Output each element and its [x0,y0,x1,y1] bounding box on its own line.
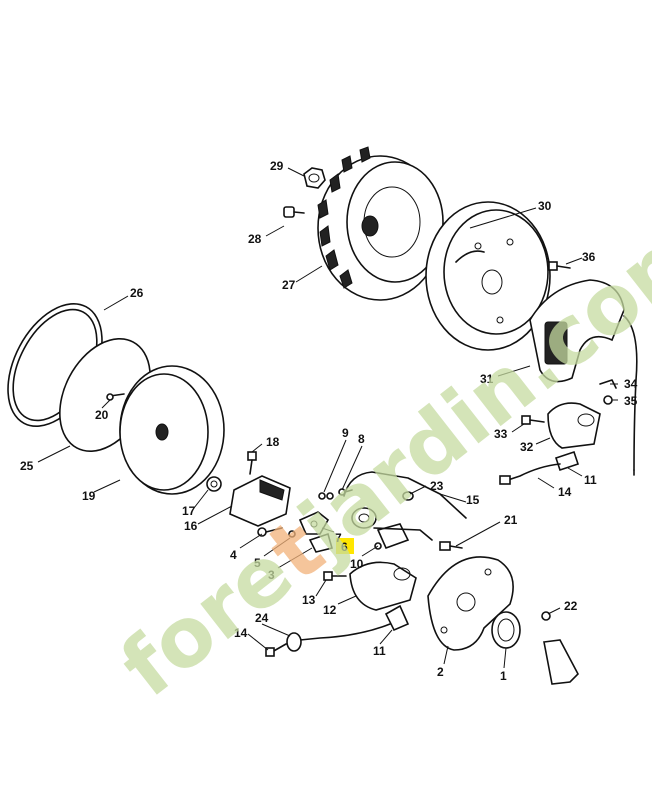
part-label-7[interactable]: 7 [335,531,342,545]
part-drawing-35-screw [603,395,613,405]
part-label-28[interactable]: 28 [248,232,262,246]
part-label-11-upper[interactable]: 11 [584,473,597,487]
part-drawing-12-ignition-coil [349,561,417,611]
part-drawing-2-cam-plate [427,556,514,651]
part-label-14-upper[interactable]: 14 [558,485,572,499]
part-label-10[interactable]: 10 [350,557,364,571]
part-drawing-11-plug-cap-upper [507,450,580,481]
part-label-12[interactable]: 12 [323,603,337,617]
part-label-13[interactable]: 13 [302,593,316,607]
part-drawing-15-wire [343,471,467,541]
part-drawing-17-nut [206,476,222,492]
part-drawing-21-screw [439,541,463,551]
part-drawing-14-terminal-upper [499,475,511,485]
part-drawing-9-washer [318,492,334,500]
part-drawing-16-bracket [229,475,291,527]
part-drawing-5-washer [288,530,296,538]
part-label-21[interactable]: 21 [504,513,518,527]
part-drawing-36-screw [548,261,571,271]
part-label-33[interactable]: 33 [494,427,508,441]
part-drawing-29-nut [303,167,326,189]
part-label-11-lower[interactable]: 11 [373,644,386,658]
part-drawing-7-breaker-points [298,511,330,535]
part-label-32[interactable]: 32 [520,440,534,454]
part-drawing-14-terminal-lower [265,643,287,657]
part-label-9[interactable]: 9 [342,426,349,440]
part-label-35[interactable]: 35 [624,394,638,408]
part-label-6[interactable]: 6 [341,540,348,554]
part-drawing-11-plug-cap-lower [299,604,410,641]
part-label-18[interactable]: 18 [266,435,280,449]
part-label-25[interactable]: 25 [20,459,34,473]
part-label-34[interactable]: 34 [624,377,638,391]
part-label-4[interactable]: 4 [230,548,237,562]
part-label-17[interactable]: 17 [182,504,196,518]
highlight-box-part-6 [336,538,354,554]
part-label-8[interactable]: 8 [358,432,365,446]
part-label-24[interactable]: 24 [255,611,269,625]
part-drawing-6-condenser [351,507,377,529]
part-label-20[interactable]: 20 [95,408,109,422]
part-label-22[interactable]: 22 [564,599,578,613]
part-label-26[interactable]: 26 [130,286,144,300]
part-label-16[interactable]: 16 [184,519,198,533]
part-drawing-22-spark-plug [541,611,579,685]
part-label-3[interactable]: 3 [268,568,275,582]
part-drawing-31-coil-housing [529,279,638,476]
part-drawing-18-screw [247,451,257,475]
part-label-14-lower[interactable]: 14 [234,626,248,640]
part-label-1[interactable]: 1 [500,669,507,683]
part-label-2[interactable]: 2 [437,665,444,679]
part-drawing-10-condenser-body [374,523,410,550]
part-drawing-3-contact-arm [308,532,333,553]
part-drawing-13-screw [323,571,347,581]
part-drawing-24-grommet [286,632,302,652]
part-drawing-19-rotor [119,365,225,495]
part-label-15[interactable]: 15 [466,493,480,507]
part-drawing-32-ignition-coil [547,402,601,449]
part-drawing-33-screw [521,415,545,425]
part-label-5[interactable]: 5 [254,556,261,570]
part-label-31[interactable]: 31 [480,372,494,386]
part-label-27[interactable]: 27 [282,278,296,292]
part-label-19[interactable]: 19 [82,489,96,503]
part-labels: 1 2 3 4 5 6 7 8 9 10 11 11 12 13 14 14 1… [20,159,638,683]
part-drawing-30-stator-plate [425,201,551,351]
part-label-30[interactable]: 30 [538,199,552,213]
part-drawing-27-flywheel [317,146,444,301]
part-label-29[interactable]: 29 [270,159,284,173]
leader-lines [37,167,618,669]
part-drawing-1-felt-ring [491,611,521,649]
part-drawing-34-clip [599,379,617,389]
part-drawing-4-screw [257,527,283,537]
part-label-36[interactable]: 36 [582,250,596,264]
part-drawing-28-screw [283,206,305,218]
part-label-23[interactable]: 23 [430,479,444,493]
